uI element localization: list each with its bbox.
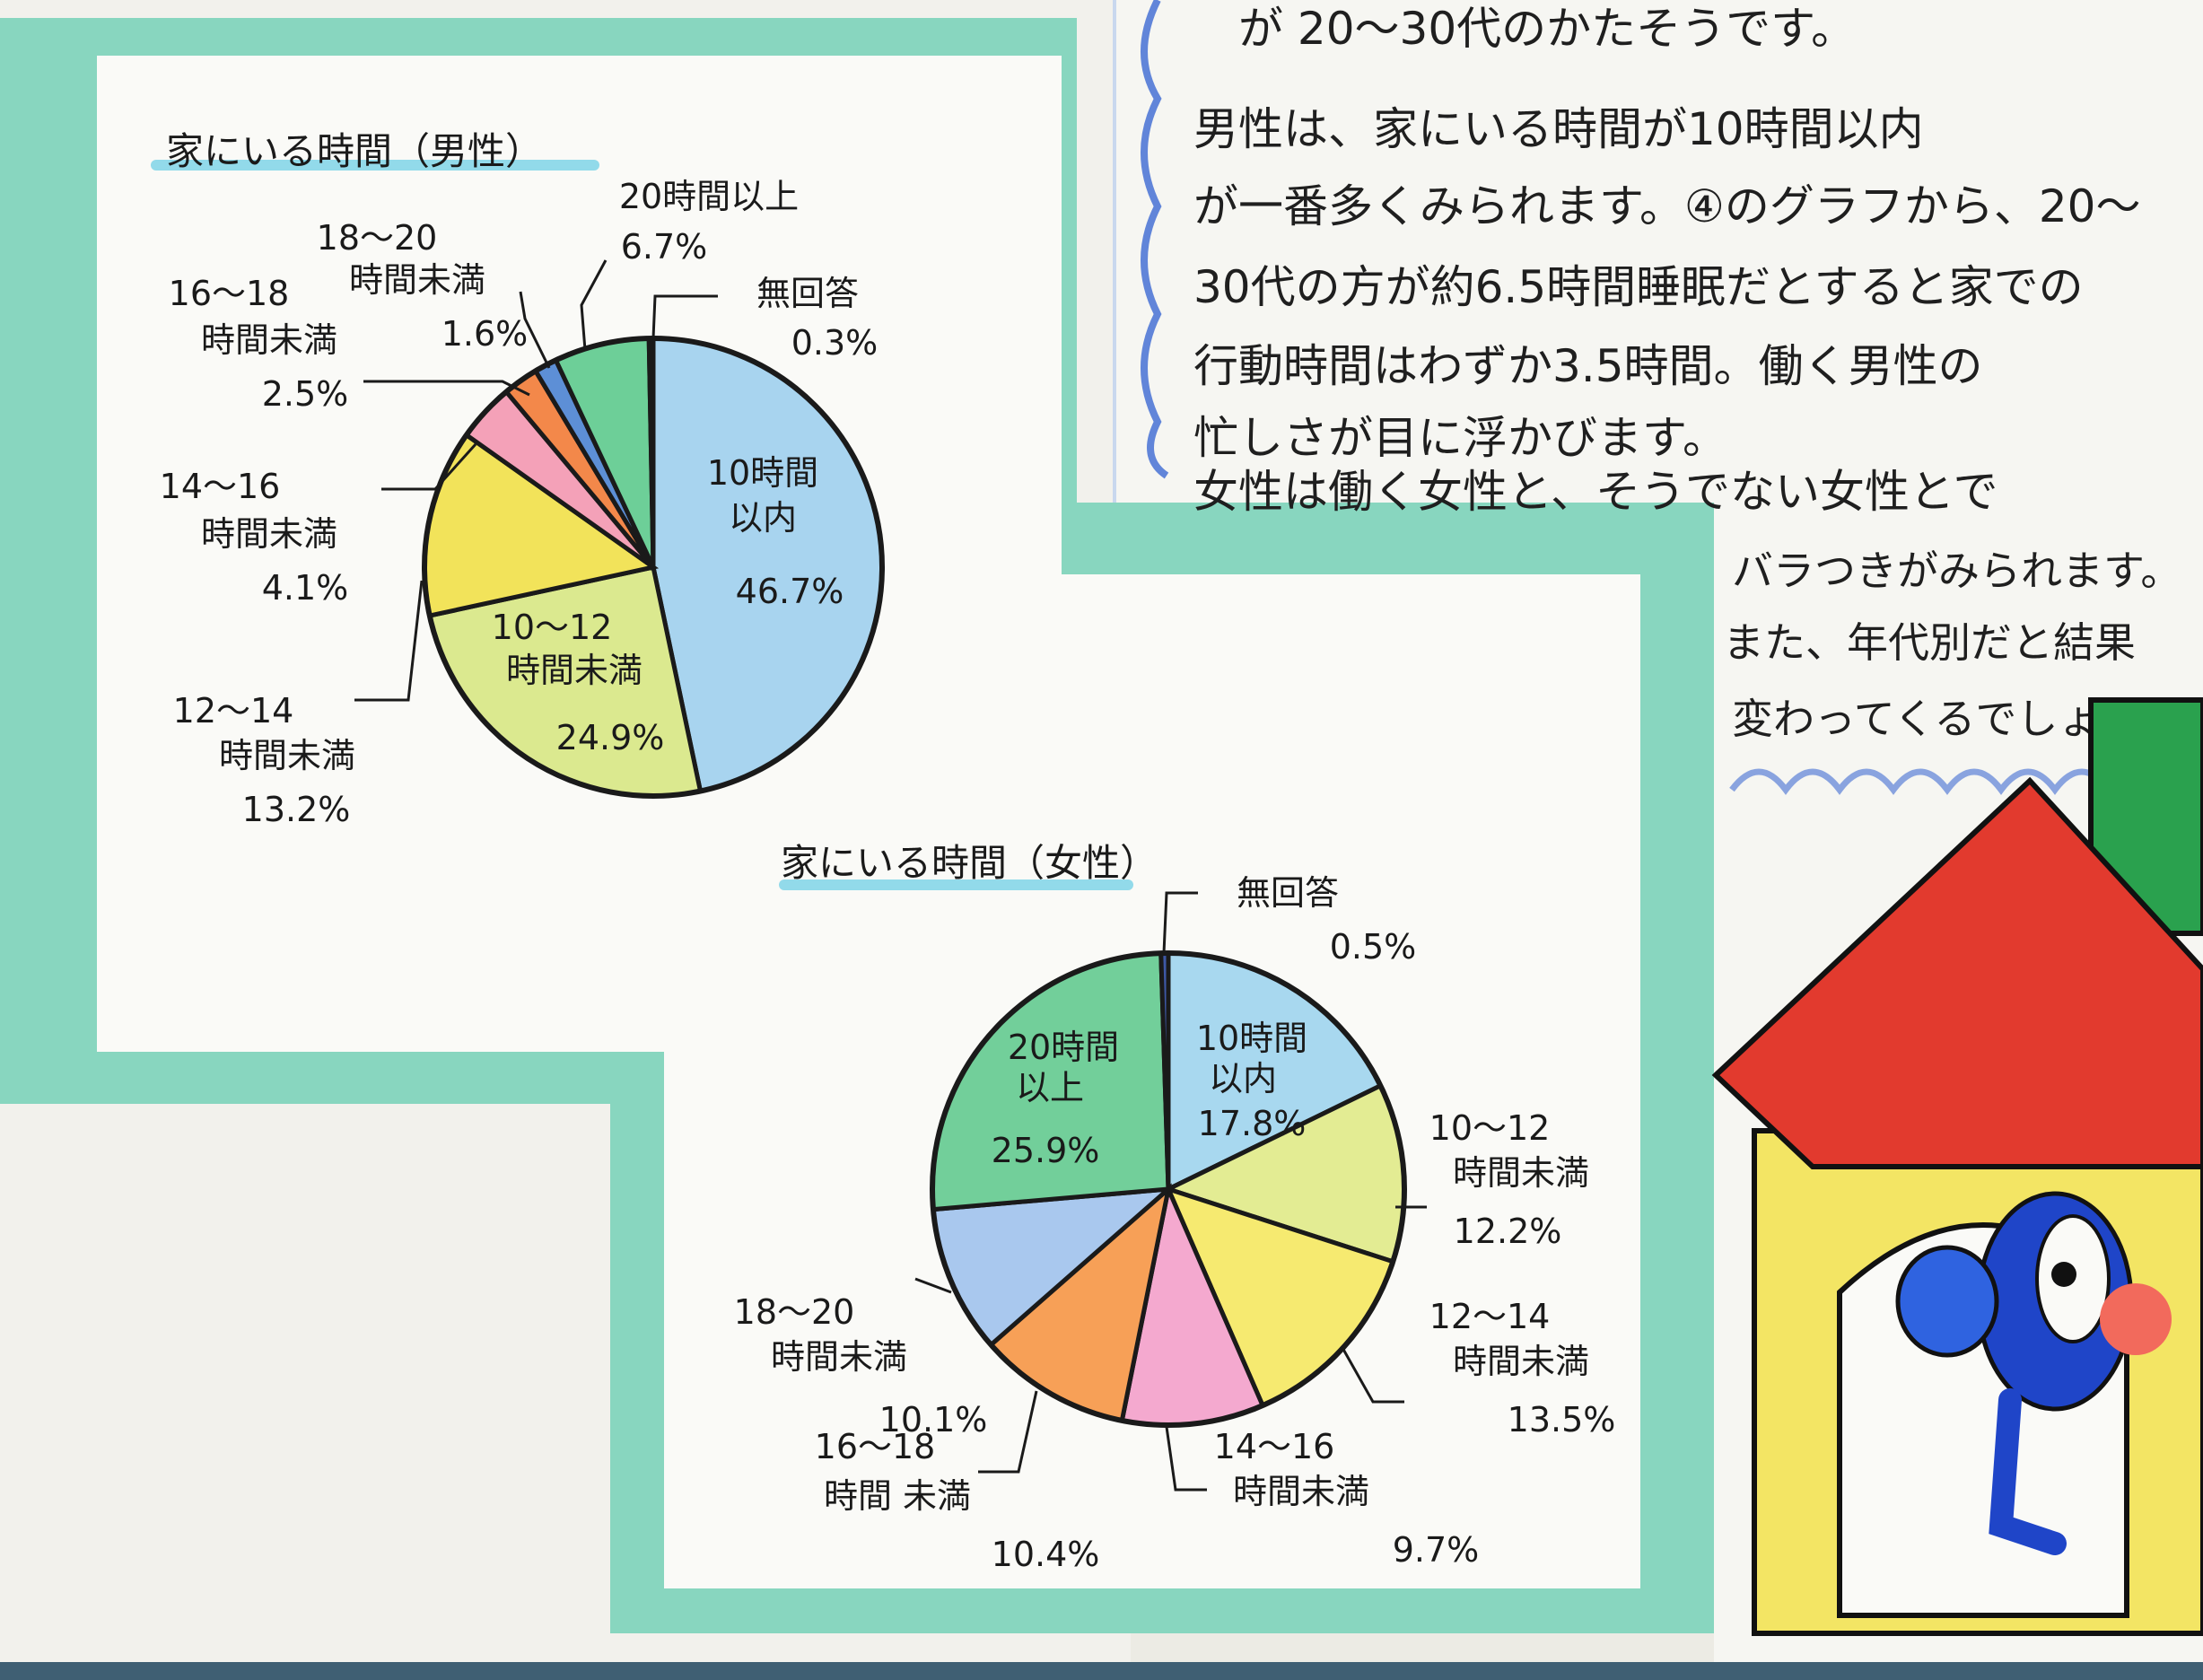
leader-line-s3 — [381, 442, 477, 491]
slice-label-s1-1: 時間未満 — [506, 651, 643, 690]
memo-line-2: が一番多くみられます。④のグラフから、20〜 — [1193, 180, 2141, 232]
slice-label-s7-1: 0.3% — [791, 323, 879, 363]
slice-label-s0-2: 46.7% — [736, 572, 844, 611]
bottom-edge — [0, 1662, 2203, 1680]
slice-label-s3-1: 時間未満 — [201, 514, 337, 554]
slice-label-s3-0: 14〜16 — [1214, 1427, 1335, 1466]
slice-label-s6-0: 20時間 — [1008, 1028, 1119, 1067]
slice-label-s5-0: 18〜20 — [734, 1292, 855, 1332]
slice-label-s3-2: 4.1% — [262, 568, 349, 608]
male-chart-title: 家にいる時間（男性） — [166, 129, 544, 173]
memo-paper — [1113, 0, 2203, 503]
slice-label-s2-2: 13.2% — [242, 790, 351, 829]
slice-label-s6-0: 20時間以上 — [619, 177, 799, 216]
slice-label-s5-1: 時間未満 — [349, 260, 485, 300]
slice-label-s4-0: 16〜18 — [815, 1427, 936, 1466]
leader-line-s5 — [519, 291, 551, 369]
female-chart-title: 家にいる時間（女性） — [781, 841, 1158, 885]
slice-label-s6-1: 6.7% — [621, 227, 708, 267]
memo-line-5: 忙しさが目に浮かびます。 — [1193, 412, 1727, 464]
memo-line-1: 男性は、家にいる時間が10時間以内 — [1193, 103, 1924, 155]
memo-line-0: が 20〜30代のかたそうです。 — [1238, 3, 1857, 55]
slice-label-s4-1: 時間未満 — [201, 320, 337, 360]
slice-label-s1-1: 時間未満 — [1453, 1153, 1589, 1193]
slice-label-s0-2: 17.8% — [1198, 1104, 1307, 1143]
memo-line-3: 30代の方が約6.5時間睡眠だとすると家での — [1193, 261, 2084, 313]
slice-label-s4-2: 2.5% — [262, 374, 349, 414]
memo-line-4: 行動時間はわずか3.5時間。働く男性の — [1193, 340, 1983, 392]
slice-label-s0-0: 10時間 — [1196, 1019, 1307, 1058]
slice-label-s5-2: 1.6% — [441, 314, 529, 354]
slice-label-s1-0: 10〜12 — [492, 608, 613, 647]
slice-label-s4-2: 10.4% — [992, 1535, 1100, 1574]
mascot-hand — [1895, 1245, 1999, 1358]
slice-label-s1-0: 10〜12 — [1429, 1108, 1551, 1148]
paper-gap-left — [0, 1104, 610, 1680]
slice-label-s7-1: 0.5% — [1330, 927, 1417, 967]
pie-outline — [930, 950, 1407, 1428]
slice-label-s6-2: 25.9% — [992, 1131, 1100, 1170]
slice-label-s5-0: 18〜20 — [317, 218, 438, 258]
slice-label-s7-0: 無回答 — [1237, 873, 1339, 913]
slice-label-s3-1: 時間未満 — [1233, 1472, 1369, 1511]
slice-label-s2-0: 12〜14 — [173, 691, 294, 731]
note-line-7: バラつきがみられます。 — [1732, 547, 2182, 595]
slice-label-s1-2: 24.9% — [556, 718, 665, 757]
slice-label-s5-2: 10.1% — [879, 1400, 988, 1439]
female-title-underline — [779, 879, 1133, 890]
slice-label-s0-1: 以内 — [729, 498, 797, 538]
leader-line-s4 — [363, 380, 530, 397]
slice-label-s3-0: 14〜16 — [160, 467, 281, 506]
slice-label-s6-1: 以上 — [1016, 1068, 1084, 1107]
leader-line-s7 — [1162, 891, 1198, 954]
slice-label-s2-1: 時間未満 — [1453, 1342, 1589, 1381]
slice-label-s1-2: 12.2% — [1454, 1212, 1562, 1251]
leader-line-s2 — [1340, 1345, 1404, 1404]
leader-line-s6 — [580, 259, 608, 351]
slice-label-s7-0: 無回答 — [756, 274, 859, 313]
leader-line-s5 — [914, 1277, 952, 1294]
slice-label-s0-0: 10時間 — [707, 453, 818, 493]
slice-label-s3-2: 9.7% — [1393, 1530, 1480, 1570]
slice-label-s0-1: 以内 — [1209, 1059, 1277, 1098]
leader-line-s4 — [978, 1390, 1038, 1474]
slice-label-s5-1: 時間未満 — [771, 1337, 907, 1377]
leader-line-s3 — [1165, 1426, 1207, 1492]
roof-shape — [1711, 776, 2203, 1169]
slice-label-s2-2: 13.5% — [1508, 1400, 1616, 1439]
note-line-8: また、年代別だと結果 — [1723, 618, 2136, 667]
slice-label-s2-1: 時間未満 — [219, 736, 355, 775]
slice-label-s4-0: 16〜18 — [169, 274, 290, 313]
slice-label-s2-0: 12〜14 — [1429, 1297, 1551, 1336]
male-title-underline — [151, 160, 599, 171]
memo-line-6: 女性は働く女性と、そうでない女性とで — [1193, 466, 1998, 518]
leader-line-s2 — [354, 580, 424, 702]
leader-line-s7 — [651, 294, 718, 339]
slice-label-s4-1: 時間 未満 — [824, 1476, 971, 1516]
